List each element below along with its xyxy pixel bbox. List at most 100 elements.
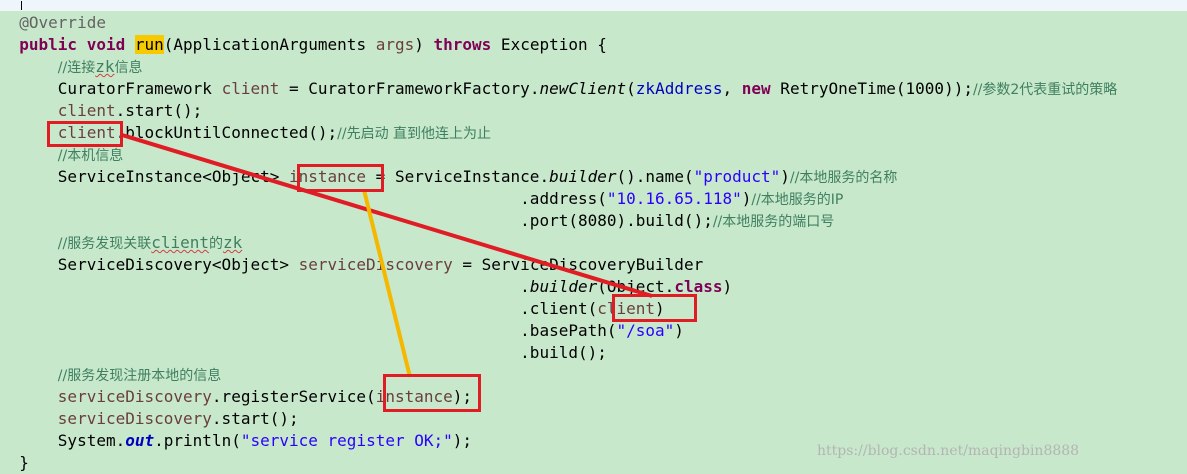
code-token: ) [655, 299, 665, 318]
code-token: builder [529, 277, 598, 296]
code-line[interactable]: //本机信息 [0, 144, 1187, 166]
code-token: .basePath( [520, 321, 617, 340]
code-token: .port(8080).build(); [520, 211, 713, 230]
code-line[interactable]: .builder(Object.class) [0, 276, 1187, 298]
code-line[interactable]: //服务发现关联client的zk [0, 232, 1187, 254]
code-line[interactable]: .build(); [0, 342, 1187, 364]
code-line[interactable]: ServiceInstance<Object> instance = Servi… [0, 166, 1187, 188]
code-area-background [0, 11, 1187, 474]
code-token: client [57, 101, 116, 120]
code-token: = ServiceInstance. [366, 167, 550, 186]
code-token: ().name( [616, 167, 694, 186]
code-token: run [134, 35, 164, 54]
code-token: //连接 [57, 60, 96, 76]
code-line[interactable]: System.out.println("service register OK;… [0, 430, 1187, 452]
code-token: (ApplicationArguments [163, 35, 376, 54]
code-token: client [597, 299, 656, 318]
code-token: //服务发现关联 [57, 236, 152, 252]
code-token: .println( [154, 431, 241, 450]
code-token: builder [549, 167, 617, 186]
code-token: 的 [209, 236, 224, 252]
code-token: ) [722, 277, 733, 296]
code-token: Exception { [491, 35, 607, 54]
yellow-connector-line [362, 189, 412, 378]
code-line[interactable]: //服务发现注册本地的信息 [0, 364, 1187, 386]
code-token: ServiceDiscovery<Object> [57, 255, 299, 274]
code-token: client [151, 233, 210, 252]
code-token: args [375, 35, 415, 54]
code-line[interactable]: public void run(ApplicationArguments arg… [0, 34, 1187, 56]
text-caret [21, 1, 22, 10]
code-token: System. [57, 431, 126, 450]
code-token: //服务发现注册本地的信息 [57, 368, 222, 384]
code-token: CuratorFramework [57, 79, 222, 98]
code-token: new [741, 79, 771, 98]
code-token: "product" [693, 167, 781, 186]
code-token: //先启动 直到他连上为止 [337, 126, 492, 142]
code-token: zk [95, 57, 115, 76]
code-token: RetryOneTime(1000)); [770, 79, 973, 98]
code-token: serviceDiscovery [298, 255, 453, 274]
code-token: ServiceInstance<Object> [57, 167, 289, 186]
code-line[interactable]: .client(client) [0, 298, 1187, 320]
code-token: "10.16.65.118" [606, 189, 742, 208]
highlight-box-instance-argument [383, 374, 481, 412]
code-token: .address( [520, 189, 607, 208]
code-line[interactable]: .basePath("/soa") [0, 320, 1187, 342]
code-token: .registerService( [211, 387, 376, 406]
code-token: //本地服务的名称 [789, 170, 898, 186]
watermark: https://blog.csdn.net/maqingbin8888 [817, 443, 1080, 459]
code-line[interactable]: //连接zk信息 [0, 56, 1187, 78]
code-token: out [125, 431, 155, 450]
code-token: "/soa" [616, 321, 675, 340]
code-token: 信息 [114, 60, 143, 76]
code-token: , [722, 79, 742, 98]
code-token: client [57, 123, 116, 142]
code-lines[interactable]: @Override public void run(ApplicationArg… [0, 12, 1187, 474]
code-token: void [86, 35, 126, 54]
code-token: public [19, 35, 78, 54]
code-token: ( [626, 79, 636, 98]
code-token: instance [288, 167, 367, 186]
code-token: ) [780, 167, 790, 186]
code-token: client [221, 79, 280, 98]
code-line[interactable]: client.start(); [0, 100, 1187, 122]
code-token: //本地服务的IP [751, 192, 844, 208]
code-token: newClient [539, 79, 627, 98]
code-token: zk [223, 233, 243, 252]
code-line[interactable]: CuratorFramework client = CuratorFramewo… [0, 78, 1187, 100]
code-token: class [674, 277, 723, 296]
code-token: instance [375, 387, 453, 406]
code-token: throws [433, 35, 492, 54]
code-line[interactable]: client.blockUntilConnected();//先启动 直到他连上… [0, 122, 1187, 144]
code-token: } [19, 453, 29, 472]
highlight-box-instance-declaration [297, 164, 384, 192]
code-line[interactable]: serviceDiscovery.start(); [0, 408, 1187, 430]
code-line[interactable]: } [0, 452, 1187, 474]
code-token: (Object. [597, 277, 675, 296]
red-connector-line [121, 133, 653, 298]
code-line[interactable]: @Override [0, 12, 1187, 34]
code-token: ); [452, 387, 473, 406]
code-line[interactable]: serviceDiscovery.registerService(instanc… [0, 386, 1187, 408]
highlight-box-client-declaration [47, 121, 123, 147]
code-token: ) [414, 35, 434, 54]
code-token: ) [674, 321, 684, 340]
code-token: .client( [520, 299, 598, 318]
code-token: //本机信息 [57, 148, 124, 164]
code-token: = CuratorFrameworkFactory. [279, 79, 540, 98]
highlight-box-client-argument [612, 294, 697, 322]
code-token: . [520, 277, 530, 296]
code-token: serviceDiscovery [57, 409, 212, 428]
code-token: .start(); [115, 101, 203, 120]
code-token: ); [452, 431, 473, 450]
code-token: @Override [19, 13, 106, 32]
code-line[interactable]: .address("10.16.65.118")//本地服务的IP [0, 188, 1187, 210]
code-token: .build(); [520, 343, 607, 362]
code-line[interactable]: .port(8080).build();//本地服务的端口号 [0, 210, 1187, 232]
code-token: .start(); [211, 409, 299, 428]
code-token: //参数2代表重试的策略 [972, 82, 1118, 98]
code-token: ) [741, 189, 752, 208]
